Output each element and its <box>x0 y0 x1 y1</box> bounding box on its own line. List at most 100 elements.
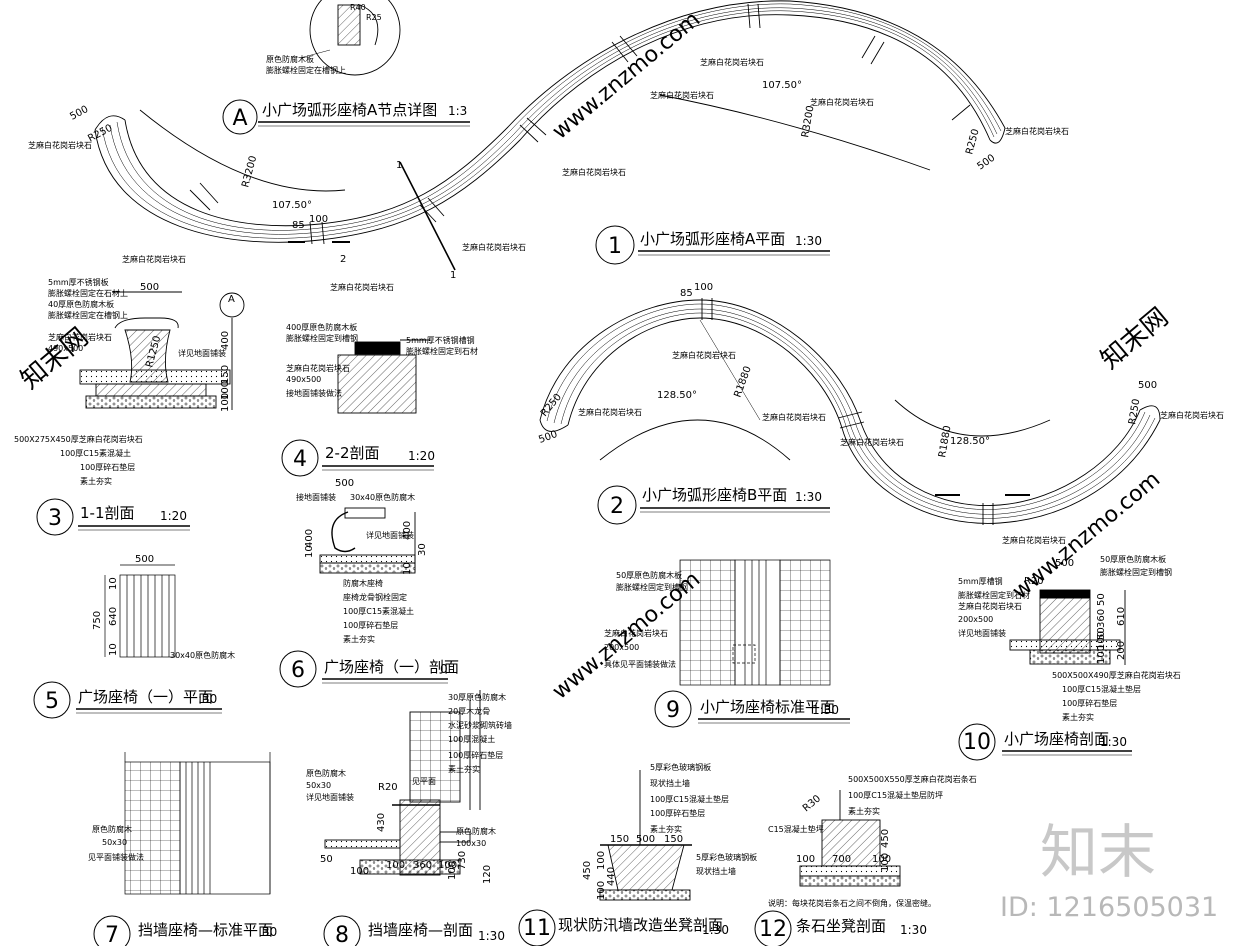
note-plan-b-stone-4: 芝麻白花岗岩块石 <box>840 437 904 447</box>
note-11-r1: 5厚彩色玻璃钢板 <box>696 852 757 862</box>
title-6-scale: 0 <box>440 662 448 676</box>
title-7: 7 挡墙座椅—标准平面 30 <box>93 915 277 946</box>
note-5-1: 30x40原色防腐木 <box>170 650 235 660</box>
dim-10-100b: 100 <box>1096 645 1107 664</box>
dim-3-150: 150 <box>220 365 231 384</box>
note-11-3: 100厚C15混凝土垫层 <box>650 794 729 804</box>
dim-10-r20: R20 <box>1024 576 1044 587</box>
dim-3-400: 400 <box>220 331 231 350</box>
note-4-4: 490x500 <box>286 375 321 384</box>
note-10-l2: 膨胀螺栓固定到石材 <box>958 590 1030 600</box>
note-11-1: 5厚彩色玻璃钢板 <box>650 762 711 772</box>
dim-plan-b-angle-left: 128.50° <box>657 390 697 401</box>
plan-b-bench <box>539 298 1161 525</box>
title-5-scale: :30 <box>198 692 217 706</box>
dim-8-100a: 100 <box>386 860 405 871</box>
note-plan-b-stone-6: 芝麻白花岗岩块石 <box>1160 410 1224 420</box>
dim-plan-a-100: 100 <box>309 214 328 225</box>
note-3-mid: 详见地面铺装 <box>178 348 226 358</box>
dim-plan-a-500-right: 500 <box>975 152 997 172</box>
dim-5-10b: 10 <box>108 643 119 656</box>
title-7-num: 7 <box>105 923 119 946</box>
title-4: 4 2-2剖面 1:20 <box>281 439 435 477</box>
dim-plan-a-radius-right: R3200 <box>800 105 816 139</box>
title-3-scale: 1:20 <box>160 509 187 523</box>
note-4-r1: 5mm厚不锈钢槽钢 <box>406 335 475 345</box>
dim-12-450: 450 <box>880 829 891 848</box>
dim-8-50: 50 <box>320 854 333 865</box>
dim-5-500: 500 <box>135 554 154 565</box>
title-1: 1 小广场弧形座椅A平面 1:30 <box>595 225 830 265</box>
title-12-num: 12 <box>759 917 787 942</box>
note-plan-a-stone-6: 芝麻白花岗岩块石 <box>650 90 714 100</box>
dim-plan-b-500-right: 500 <box>1138 380 1157 391</box>
note-plan-a-stone-2: 芝麻白花岗岩块石 <box>122 254 186 264</box>
dim-10-100a: 100 <box>1096 631 1107 650</box>
note-4-2: 膨胀螺栓固定到槽钢 <box>286 333 358 343</box>
dim-5-640: 640 <box>108 607 119 626</box>
dim-plan-a-angle-left: 107.50° <box>272 200 312 211</box>
title-3-text: 1-1剖面 <box>80 504 135 522</box>
note-8-t4: 100厚混凝土 <box>448 734 495 744</box>
dim-8-730: 730 <box>457 851 468 870</box>
note-plan-a-stone-8: 芝麻白花岗岩块石 <box>810 97 874 107</box>
dim-11-100a: 100 <box>596 851 607 870</box>
dim-3-500: 500 <box>140 282 159 293</box>
dim-plan-a-r250-right: R250 <box>964 128 981 156</box>
title-2-num: 2 <box>610 494 624 519</box>
title-3-num: 3 <box>48 506 62 531</box>
dim-plan-b-r250-left: R250 <box>539 392 564 419</box>
title-3: 3 1-1剖面 1:20 <box>36 498 190 536</box>
note-8-t3: 水泥砂浆砌筑砖墙 <box>448 720 512 730</box>
title-a-num: A <box>232 106 247 131</box>
title-6: 6 广场座椅（一）剖面 0 <box>279 650 459 688</box>
watermark-logo: 知末 <box>1040 818 1156 886</box>
dim-3-100b: 100 <box>220 393 231 412</box>
note-plan-a-stone-4: 芝麻白花岗岩块石 <box>462 242 526 252</box>
dim-3-100a: 100 <box>220 381 231 400</box>
note-9-3: 芝麻白花岗岩块石 <box>604 628 668 638</box>
dim-plan-b-r250-right: R250 <box>1127 398 1142 426</box>
note-6-t1: 接地面铺装 <box>296 492 336 502</box>
title-4-num: 4 <box>293 447 307 472</box>
mark-plan-a-sec1b: 1 <box>450 270 456 281</box>
title-10-text: 小广场座椅剖面 <box>1004 730 1109 748</box>
plan-a-bench <box>94 0 1006 271</box>
note-12-2: 100厚C15混凝土垫层防坪 <box>848 790 943 800</box>
note-8-t2: 20厚木龙骨 <box>448 706 490 716</box>
note-11-5: 素土夯实 <box>650 824 682 834</box>
note-plan-a-stone-9: 芝麻白花岗岩块石 <box>1005 126 1069 136</box>
note-plan-b-stone-3: 芝麻白花岗岩块石 <box>762 412 826 422</box>
note-4-1: 400厚原色防腐木板 <box>286 322 357 332</box>
note-10-b3: 100厚碎石垫层 <box>1062 698 1117 708</box>
dim-10-50b: 50 <box>1096 627 1107 640</box>
title-6-text: 广场座椅（一）剖面 <box>324 658 459 676</box>
dim-plan-a-85: 85 <box>292 220 305 231</box>
dim-6-30: 30 <box>417 543 428 556</box>
note-4-3: 芝麻白花岗岩块石 <box>286 363 350 373</box>
title-5-num: 5 <box>45 689 59 714</box>
title-10-num: 10 <box>963 730 991 755</box>
title-a-scale: 1:3 <box>448 104 467 118</box>
note-9-4: 200x500 <box>604 643 639 652</box>
title-6-num: 6 <box>291 658 305 683</box>
note-11-2: 现状挡土墙 <box>650 778 690 788</box>
dim-8-360: 360 <box>413 860 432 871</box>
note-10-l5: 详见地面铺装 <box>958 628 1006 638</box>
title-9-num: 9 <box>666 698 680 723</box>
note-3-3: 40厚原色防腐木板 <box>48 299 114 309</box>
dim-plan-b-500-left: 500 <box>537 429 559 446</box>
note-plan-a-stone-1: 芝麻白花岗岩块石 <box>28 140 92 150</box>
note-plan-a-stone-3: 芝麻白花岗岩块石 <box>330 282 394 292</box>
note-10-t1: 50厚原色防腐木板 <box>1100 554 1166 564</box>
dim-a-r40: R40 <box>350 3 366 12</box>
title-9-scale: 1:30 <box>812 703 839 717</box>
dim-11-100b: 100 <box>596 881 607 900</box>
dim-12-100b: 100 <box>872 854 891 865</box>
title-10-scale: 1:30 <box>1100 735 1127 749</box>
detail-a <box>299 0 401 76</box>
note-9-5: 具体见平面铺装做法 <box>604 659 676 669</box>
dim-12-100a: 100 <box>796 854 815 865</box>
title-10: 10 小广场座椅剖面 1:30 <box>958 723 1132 761</box>
